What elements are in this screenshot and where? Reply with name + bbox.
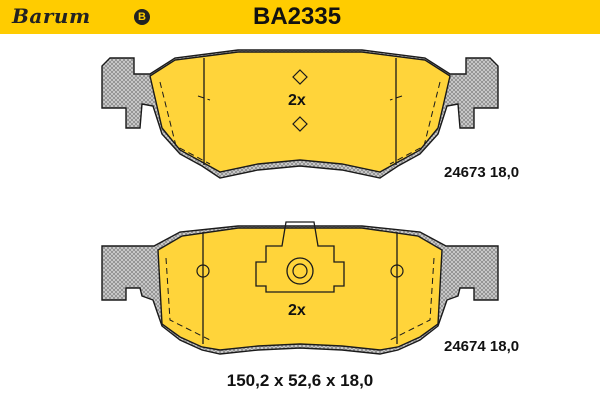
upper-clip-mark-bottom (292, 116, 308, 132)
overall-dimensions: 150,2 x 52,6 x 18,0 (226, 371, 374, 390)
brand-mark-icon: B (134, 9, 150, 25)
lower-brake-pad (101, 221, 499, 355)
part-number: BA2335 (253, 3, 342, 30)
upper-pad-spec: 24673 18,0 (444, 164, 520, 181)
lower-center-boss-inner (292, 263, 308, 279)
brand-name: Barum (12, 4, 91, 28)
upper-pad-count: 2x (288, 92, 306, 109)
upper-brake-pad (101, 49, 499, 179)
lower-guide-hole-right (390, 264, 404, 278)
header-bar: Barum B BA2335 (0, 0, 600, 34)
lower-pad-count: 2x (288, 302, 306, 319)
upper-clip-mark-top (292, 69, 308, 85)
upper-friction-material (149, 51, 451, 173)
lower-sensor-bracket (255, 221, 345, 293)
brand-logo: Barum B (10, 4, 156, 28)
upper-hidden-outline (159, 81, 441, 165)
lower-center-boss-outer (286, 257, 314, 285)
lower-guide-hole-left (196, 264, 210, 278)
lower-pad-spec: 24674 18,0 (444, 338, 520, 355)
lower-friction-material (157, 227, 443, 351)
lower-hidden-outline (165, 257, 435, 341)
